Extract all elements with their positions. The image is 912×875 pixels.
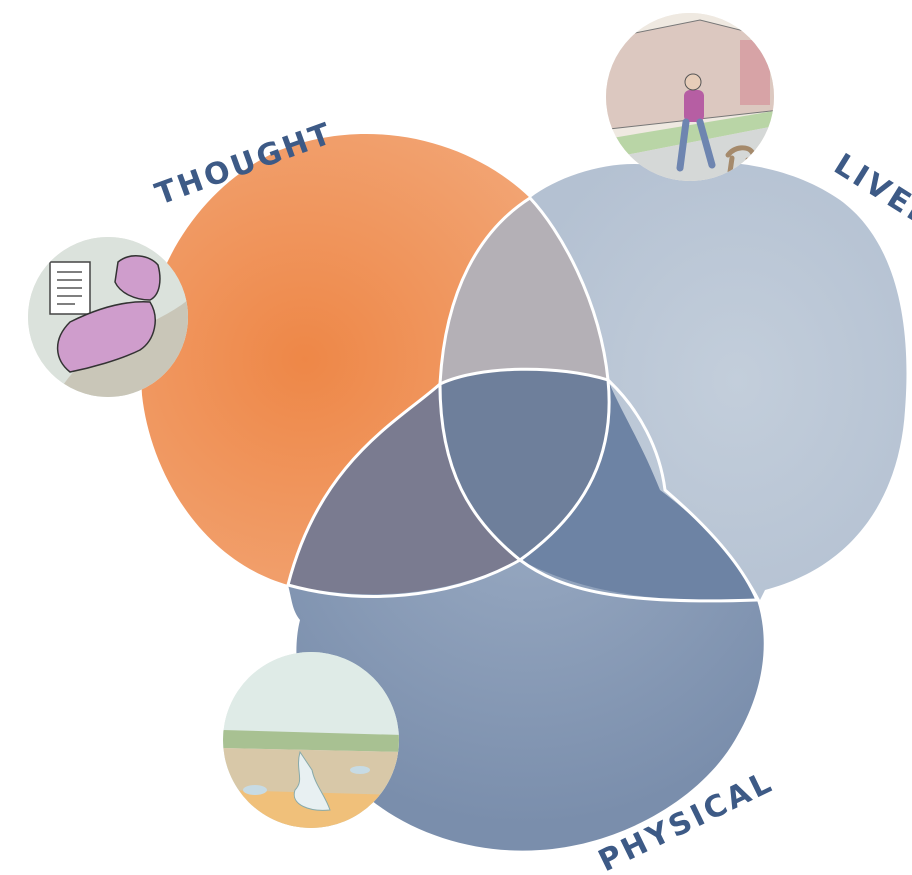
thought-physical-overlap <box>288 384 520 595</box>
documents-and-map-sketch <box>28 237 188 397</box>
center-overlap <box>440 369 610 560</box>
lived-physical-overlap <box>520 380 757 601</box>
stream-and-field-sketch <box>223 652 399 828</box>
lived-circle <box>530 161 907 600</box>
venn-outlines <box>286 196 759 603</box>
person-walking-dog-sketch <box>606 13 774 181</box>
